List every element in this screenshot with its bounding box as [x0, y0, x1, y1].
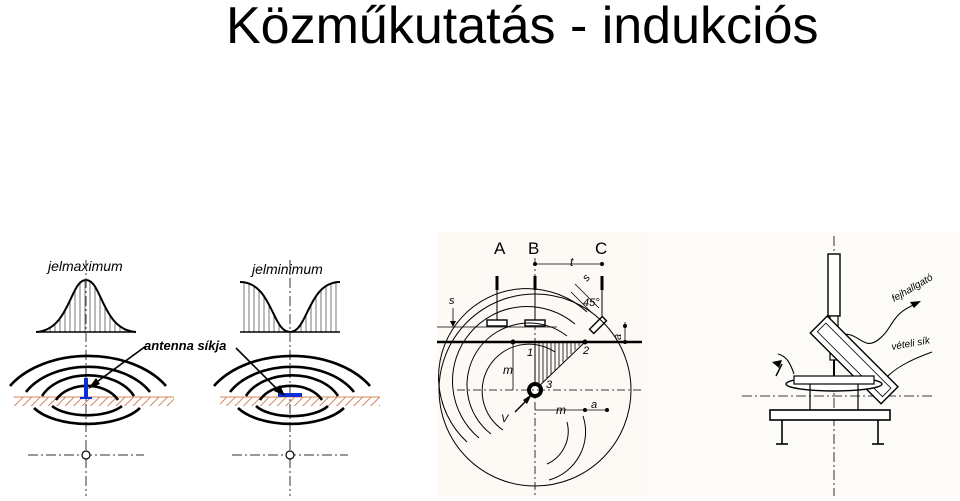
label-jelmaximum: jelmaximum [46, 258, 123, 274]
label-C: C [595, 239, 607, 258]
hatched-triangle [534, 341, 587, 392]
receiver-apparatus-svg: fejhallgató vételi sík [742, 236, 935, 496]
label-t: t [570, 255, 574, 269]
antenna-pointer-arrows [88, 345, 285, 396]
label-a-right: a [612, 334, 624, 340]
label-fejhallgato: fejhallgató [890, 272, 935, 305]
field-arcs-right [213, 354, 371, 426]
label-3: 3 [546, 379, 553, 391]
label-antenna-sikja: antenna síkja [144, 338, 226, 353]
label-jelminimum: jelminimum [250, 261, 323, 277]
label-a-bottom: a [591, 399, 597, 411]
coil-A [486, 319, 508, 327]
base-stand [769, 384, 891, 445]
headphone-wire [837, 303, 917, 344]
label-2: 2 [582, 345, 589, 357]
label-m-horizontal: m [556, 403, 566, 417]
ground-strip-left [14, 397, 174, 406]
label-s-diag: s [580, 272, 593, 284]
label-V: V [501, 413, 510, 425]
antenna-vertical [80, 378, 92, 399]
ground-strip-right [220, 397, 380, 406]
signal-max-min-diagram: jelmaximum jelminimum antenna síkja [0, 250, 390, 496]
label-B: B [528, 239, 539, 258]
coil-C [588, 315, 608, 335]
label-45: 45° [583, 297, 600, 309]
surface-marker-right [232, 450, 348, 460]
field-circles [438, 288, 632, 487]
depth-measurement-diagram: A B C t s 45° s a 1 2 [437, 232, 642, 496]
slide-title: Közműkutatás - indukciós [226, 0, 819, 55]
label-s-left: s [449, 295, 455, 307]
label-m-vertical: m [503, 363, 513, 377]
label-A: A [494, 239, 506, 258]
surface-marker-left [28, 450, 144, 460]
signal-max-min-svg: jelmaximum jelminimum antenna síkja [9, 258, 380, 496]
depth-measurement-svg: A B C t s 45° s a 1 2 [437, 239, 642, 496]
receiver-apparatus-diagram: fejhallgató vételi sík [642, 232, 960, 496]
label-veteli-sik: vételi sík [891, 335, 932, 353]
label-1: 1 [527, 347, 533, 359]
